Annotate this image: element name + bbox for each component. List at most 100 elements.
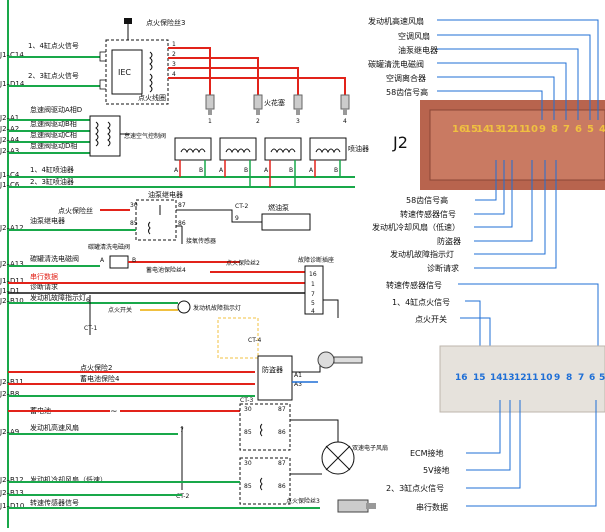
svg-text:30: 30	[244, 406, 252, 413]
fuse-label: 点火保险丝	[58, 206, 93, 215]
j1-top-label: 1、4缸点火信号	[392, 297, 450, 307]
svg-text:87: 87	[278, 406, 286, 413]
ct2b-label: CT-2	[176, 493, 189, 500]
svg-text:86: 86	[178, 220, 186, 227]
svg-text:14: 14	[490, 373, 503, 383]
injector-icon	[174, 137, 212, 161]
fuse3-label: 点火保险丝3	[146, 18, 185, 27]
pin-label: J2–A13	[0, 260, 24, 268]
immobilizer-section: CT-4 防盗器 A1 A3 CT-3	[8, 317, 363, 404]
svg-text:A: A	[100, 257, 105, 264]
svg-text:9: 9	[539, 124, 546, 135]
svg-text:3: 3	[172, 61, 176, 68]
j2-bottom-label: 转速传感器信号	[400, 209, 456, 219]
pin-label: J2–B10	[0, 297, 24, 305]
svg-text:7: 7	[311, 291, 315, 298]
spark-plug-icon	[340, 94, 350, 115]
fuse3-bottom-label: 点火保险丝3	[286, 497, 320, 505]
svg-text:87: 87	[278, 460, 286, 467]
j2-bottom-label: 诊断请求	[427, 263, 459, 273]
fuse2-right-label: 点火保险丝2	[226, 259, 260, 267]
pump-relay-label: 油泵继电器	[148, 190, 183, 199]
fuel-pump-section: 点火保险丝 油泵继电器 30 87 85 86 CT-2 9 燃油泵 接氧传感器	[8, 190, 311, 245]
pump-relay-box	[135, 199, 177, 241]
j2-pin-numbers: 16 15 14 13 12 11 10 9 8 7 6 5 4	[452, 124, 605, 135]
svg-text:A: A	[264, 167, 269, 174]
svg-text:B: B	[199, 167, 203, 174]
j2-top-label: 碳罐清洗电磁阀	[368, 59, 424, 69]
spark-plug-icon	[253, 94, 263, 115]
j2-bottom-label: 发动机冷却风扇（低速）	[372, 222, 460, 232]
pin-label: J1–D10	[0, 502, 24, 510]
pin-label: J1–C6	[0, 181, 20, 189]
svg-text:B: B	[244, 167, 248, 174]
svg-text:6: 6	[589, 373, 595, 383]
signal-label: 2、3缸点火信号	[28, 71, 79, 80]
signal-label: 怠速阀驱动C相	[30, 130, 77, 139]
injector-icon	[309, 137, 347, 161]
canister-section: 碳罐清洗电磁阀 点火保险丝2 A B	[8, 243, 260, 269]
svg-text:5: 5	[599, 373, 605, 383]
svg-text:4: 4	[599, 124, 605, 135]
svg-text:85: 85	[244, 483, 252, 490]
j1-bottom-label: 5V接地	[423, 465, 450, 475]
ct1-label: CT-1	[84, 325, 97, 332]
num-9: 9	[235, 215, 239, 222]
svg-text:3: 3	[296, 118, 300, 125]
svg-text:10: 10	[524, 124, 538, 135]
svg-text:16: 16	[309, 271, 317, 278]
svg-text:A: A	[219, 167, 224, 174]
j1-pin-numbers: 16 15 14 13 12 11 10 9 8 7 6 5	[455, 373, 605, 383]
j1-bottom-label: ECM接地	[410, 448, 444, 458]
svg-text:16: 16	[455, 373, 468, 383]
svg-text:16: 16	[452, 124, 466, 135]
immobilizer-label: 防盗器	[262, 365, 283, 374]
pin-label: J2–A3	[0, 147, 19, 155]
j1-connector-photo	[439, 345, 605, 413]
diag-conn-label: 故障诊断插座	[298, 256, 334, 264]
fuel-pump-icon	[261, 213, 311, 231]
fan-relay-box	[239, 457, 291, 505]
svg-text:A3: A3	[294, 381, 302, 388]
mil-lamp-label: 发动机故障指示灯	[193, 304, 241, 312]
j2-connector-panel: J2 16 15 14 13 12 11 10 9 8 7 6 5 4 发动机高…	[368, 16, 605, 273]
injector-label: 喷油器	[348, 144, 369, 153]
pin-label: J1–C14	[0, 51, 24, 59]
svg-text:A: A	[309, 167, 314, 174]
pin-label: J1–D14	[0, 80, 25, 88]
svg-text:B: B	[289, 167, 293, 174]
signal-label: 1、4缸点火信号	[28, 41, 79, 50]
signal-label: 点火保险2	[80, 363, 112, 372]
ct4-label: CT-4	[248, 337, 261, 344]
canister-valve-box	[109, 255, 129, 269]
svg-text:14: 14	[476, 124, 490, 135]
pin-label: J2–A4	[0, 136, 20, 144]
svg-text:4: 4	[311, 308, 315, 315]
fuel-pump-label: 燃油泵	[268, 203, 289, 212]
ignition-section: IEC 点火线圈 点火保险丝3 1 2 3 4	[8, 18, 350, 125]
fan-section: ~ 7 CT-2 30 87 85 86 30 87 85 86 双速电子风扇	[8, 403, 388, 513]
j1-bottom-label: 2、3缸点火信号	[386, 483, 444, 493]
dual-fan-label: 双速电子风扇	[352, 444, 388, 452]
signal-label: 蓄电池保险4	[80, 374, 120, 383]
iec-module	[111, 49, 143, 95]
svg-text:15: 15	[464, 124, 478, 135]
battery-fuse4-label: 蓄电池保险丝4	[146, 266, 186, 274]
j1-top-label: 转速传感器信号	[386, 280, 442, 290]
svg-text:86: 86	[278, 429, 286, 436]
pump-ground-label: 接氧传感器	[186, 237, 216, 245]
num-6: 6	[86, 297, 90, 304]
svg-text:5: 5	[311, 300, 315, 307]
pin-label: J2–B11	[0, 378, 24, 386]
pin-label: J2–A9	[0, 428, 19, 436]
injector-icon	[219, 137, 257, 161]
j2-top-label: 发动机高速风扇	[368, 16, 424, 26]
svg-text:30: 30	[244, 460, 252, 467]
speed-sensor-icon	[337, 499, 376, 513]
j1-connector-panel: 转速传感器信号 1、4缸点火信号 点火开关 16 15 14 13 12 11 …	[386, 280, 605, 512]
pin-label: J2–A1	[0, 114, 19, 122]
fuse-glyph: ~	[110, 407, 118, 417]
pin-label: J2–A2	[0, 125, 19, 133]
warning-lamp-icon	[177, 300, 191, 314]
